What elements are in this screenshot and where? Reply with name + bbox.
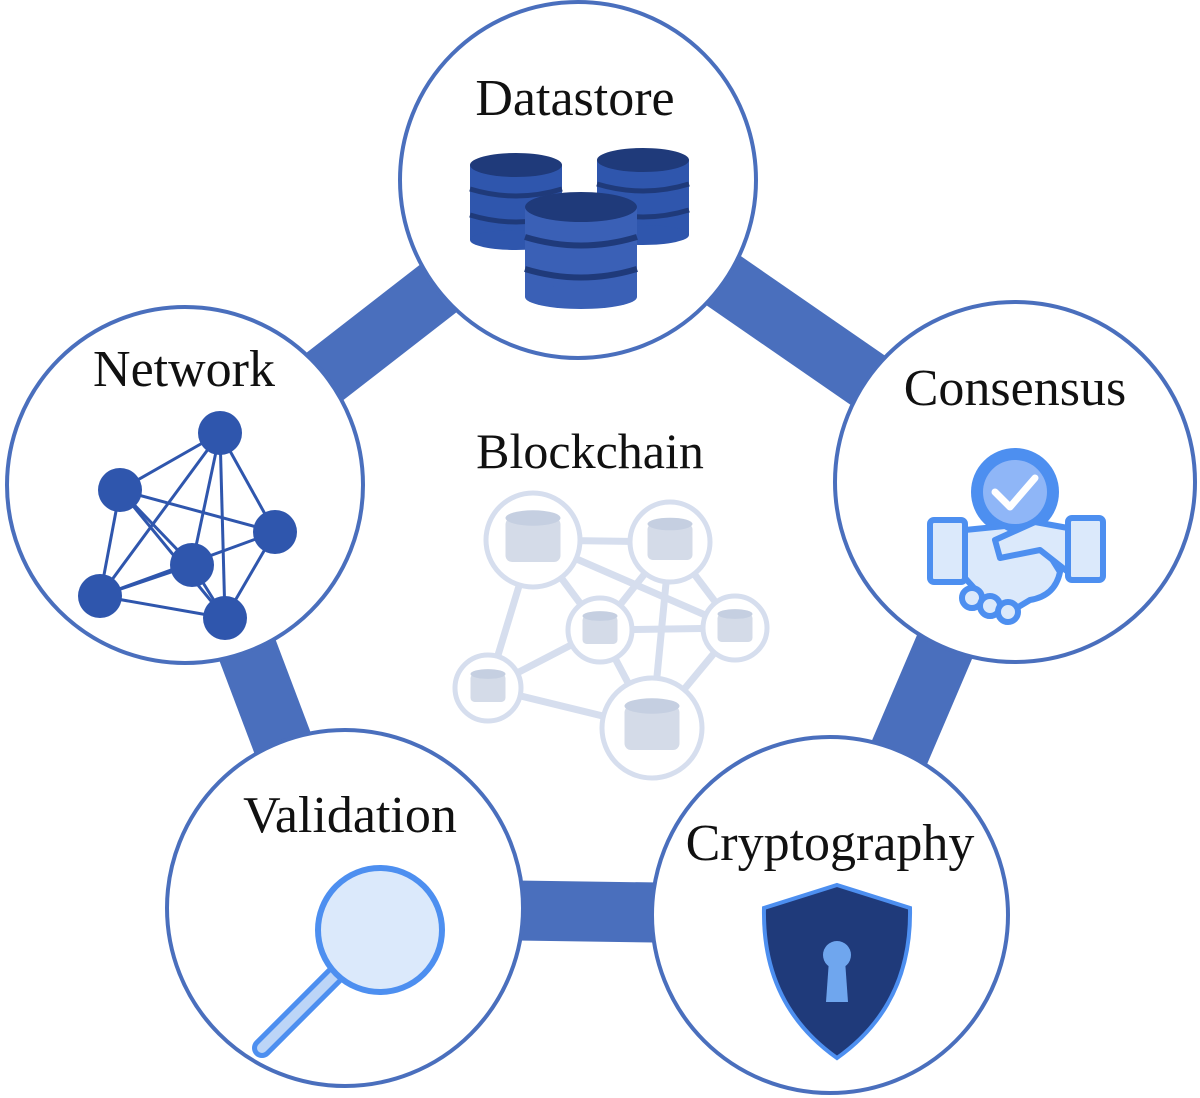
magnifying-glass-icon (252, 865, 445, 1058)
node-datastore-circle (398, 0, 758, 360)
node-consensus-label: Consensus (904, 360, 1126, 417)
node-consensus: Consensus (833, 300, 1197, 664)
node-network-circle (5, 305, 365, 665)
node-network: Network (5, 305, 365, 665)
center-label: Blockchain (476, 423, 704, 479)
shield-keyhole-icon (761, 882, 913, 1061)
network-graph-icon (78, 411, 297, 640)
node-cryptography-label: Cryptography (686, 815, 975, 872)
handshake-check-icon (927, 448, 1106, 625)
database-stack-icon (469, 148, 690, 309)
node-validation: Validation (165, 728, 525, 1088)
node-validation-label: Validation (243, 787, 457, 844)
blockchain-center: Blockchain (452, 423, 770, 781)
node-network-label: Network (93, 341, 275, 398)
node-datastore-label: Datastore (475, 70, 674, 127)
blockchain-faded-icon (452, 490, 770, 781)
node-datastore: Datastore (398, 0, 758, 360)
node-cryptography: Cryptography (650, 735, 1010, 1095)
